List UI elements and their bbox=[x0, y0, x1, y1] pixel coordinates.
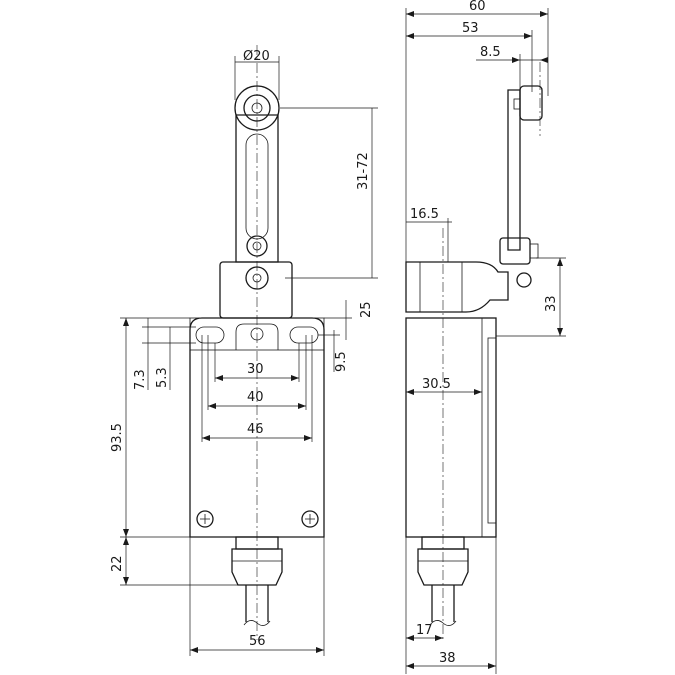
front-view bbox=[189, 45, 325, 640]
dim-gland-offset: 17 bbox=[416, 623, 433, 638]
cable bbox=[245, 585, 269, 622]
dim-lever-range: 31-72 bbox=[356, 152, 371, 190]
side-view bbox=[405, 62, 543, 640]
side-shaft bbox=[516, 272, 532, 288]
dim-roller-width: 8.5 bbox=[480, 45, 501, 60]
dim-slot-offset-a: 7.3 bbox=[133, 369, 148, 390]
dim-base-depth: 38 bbox=[439, 651, 456, 666]
side-dimensions: 60 53 8.5 16.5 33 30.5 17 bbox=[405, 0, 566, 674]
dim-spacing-30: 30 bbox=[247, 362, 264, 377]
side-cable bbox=[431, 585, 455, 622]
side-cover-edge bbox=[487, 337, 497, 524]
dim-body-height: 93.5 bbox=[110, 423, 125, 452]
side-hub-screw bbox=[529, 243, 539, 259]
lever-slot bbox=[245, 133, 269, 240]
side-head bbox=[405, 261, 509, 313]
dim-slot-offset-b: 5.3 bbox=[155, 367, 170, 388]
mounting-slot-right bbox=[289, 326, 319, 344]
dim-flange-height: 25 bbox=[359, 301, 374, 318]
dim-gland-length: 22 bbox=[110, 555, 125, 572]
side-hub bbox=[499, 237, 531, 265]
side-cable-break bbox=[429, 620, 457, 626]
dim-spacing-40: 40 bbox=[247, 390, 264, 405]
actuator-head bbox=[219, 261, 293, 319]
cover-screw-right bbox=[301, 510, 319, 528]
dim-roller-offset: 53 bbox=[462, 21, 479, 36]
dim-spacing-46: 46 bbox=[247, 422, 264, 437]
side-roller-axle bbox=[513, 98, 521, 110]
side-body bbox=[405, 317, 497, 538]
side-lever bbox=[507, 89, 521, 251]
dim-head-height: 33 bbox=[544, 295, 559, 312]
mounting-slot-left bbox=[195, 326, 225, 344]
gland-body bbox=[231, 548, 283, 586]
dim-roller-diameter: Ø20 bbox=[243, 49, 270, 64]
side-roller bbox=[519, 85, 543, 121]
lever-arm bbox=[235, 114, 279, 263]
screw-cross-right-icon bbox=[305, 514, 315, 524]
front-dimensions: Ø20 31-72 25 9.5 7.3 5.3 30 40 bbox=[110, 49, 378, 656]
cover-screw-left bbox=[196, 510, 214, 528]
side-gland-body bbox=[417, 548, 469, 586]
dim-hole-offset: 9.5 bbox=[334, 351, 349, 372]
dim-body-width: 56 bbox=[249, 634, 266, 649]
dim-head-depth: 16.5 bbox=[410, 207, 439, 222]
dim-body-depth: 30.5 bbox=[422, 377, 451, 392]
dim-overall-depth: 60 bbox=[469, 0, 486, 14]
screw-cross-left-icon bbox=[200, 514, 210, 524]
